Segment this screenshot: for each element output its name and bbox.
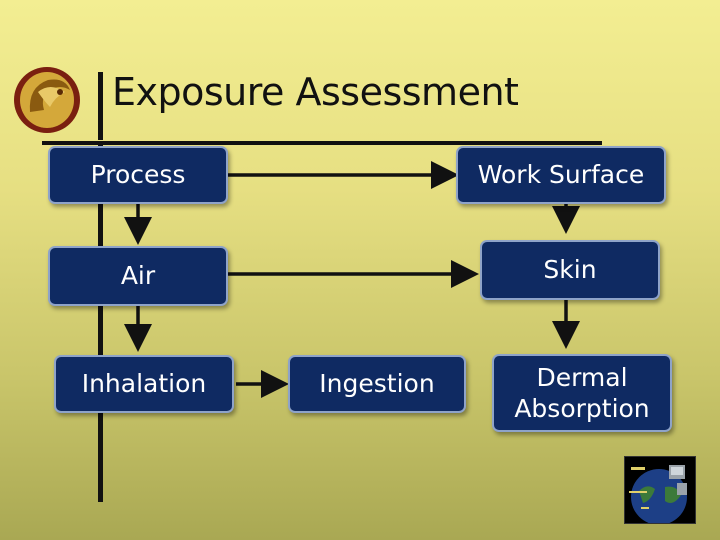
node-process: Process xyxy=(48,146,228,204)
node-ingestion: Ingestion xyxy=(288,355,466,413)
vertical-rule-bottom xyxy=(98,145,103,502)
node-inhalation: Inhalation xyxy=(54,355,234,413)
pegasus-logo-icon xyxy=(10,62,85,137)
vertical-rule-top xyxy=(98,72,103,140)
slide-title: Exposure Assessment xyxy=(112,70,519,114)
node-skin: Skin xyxy=(480,240,660,300)
horizontal-rule xyxy=(42,141,602,145)
node-dermal-absorption: Dermal Absorption xyxy=(492,354,672,432)
globe-badge-icon xyxy=(624,456,696,525)
node-air: Air xyxy=(48,246,228,306)
node-work-surface: Work Surface xyxy=(456,146,666,204)
